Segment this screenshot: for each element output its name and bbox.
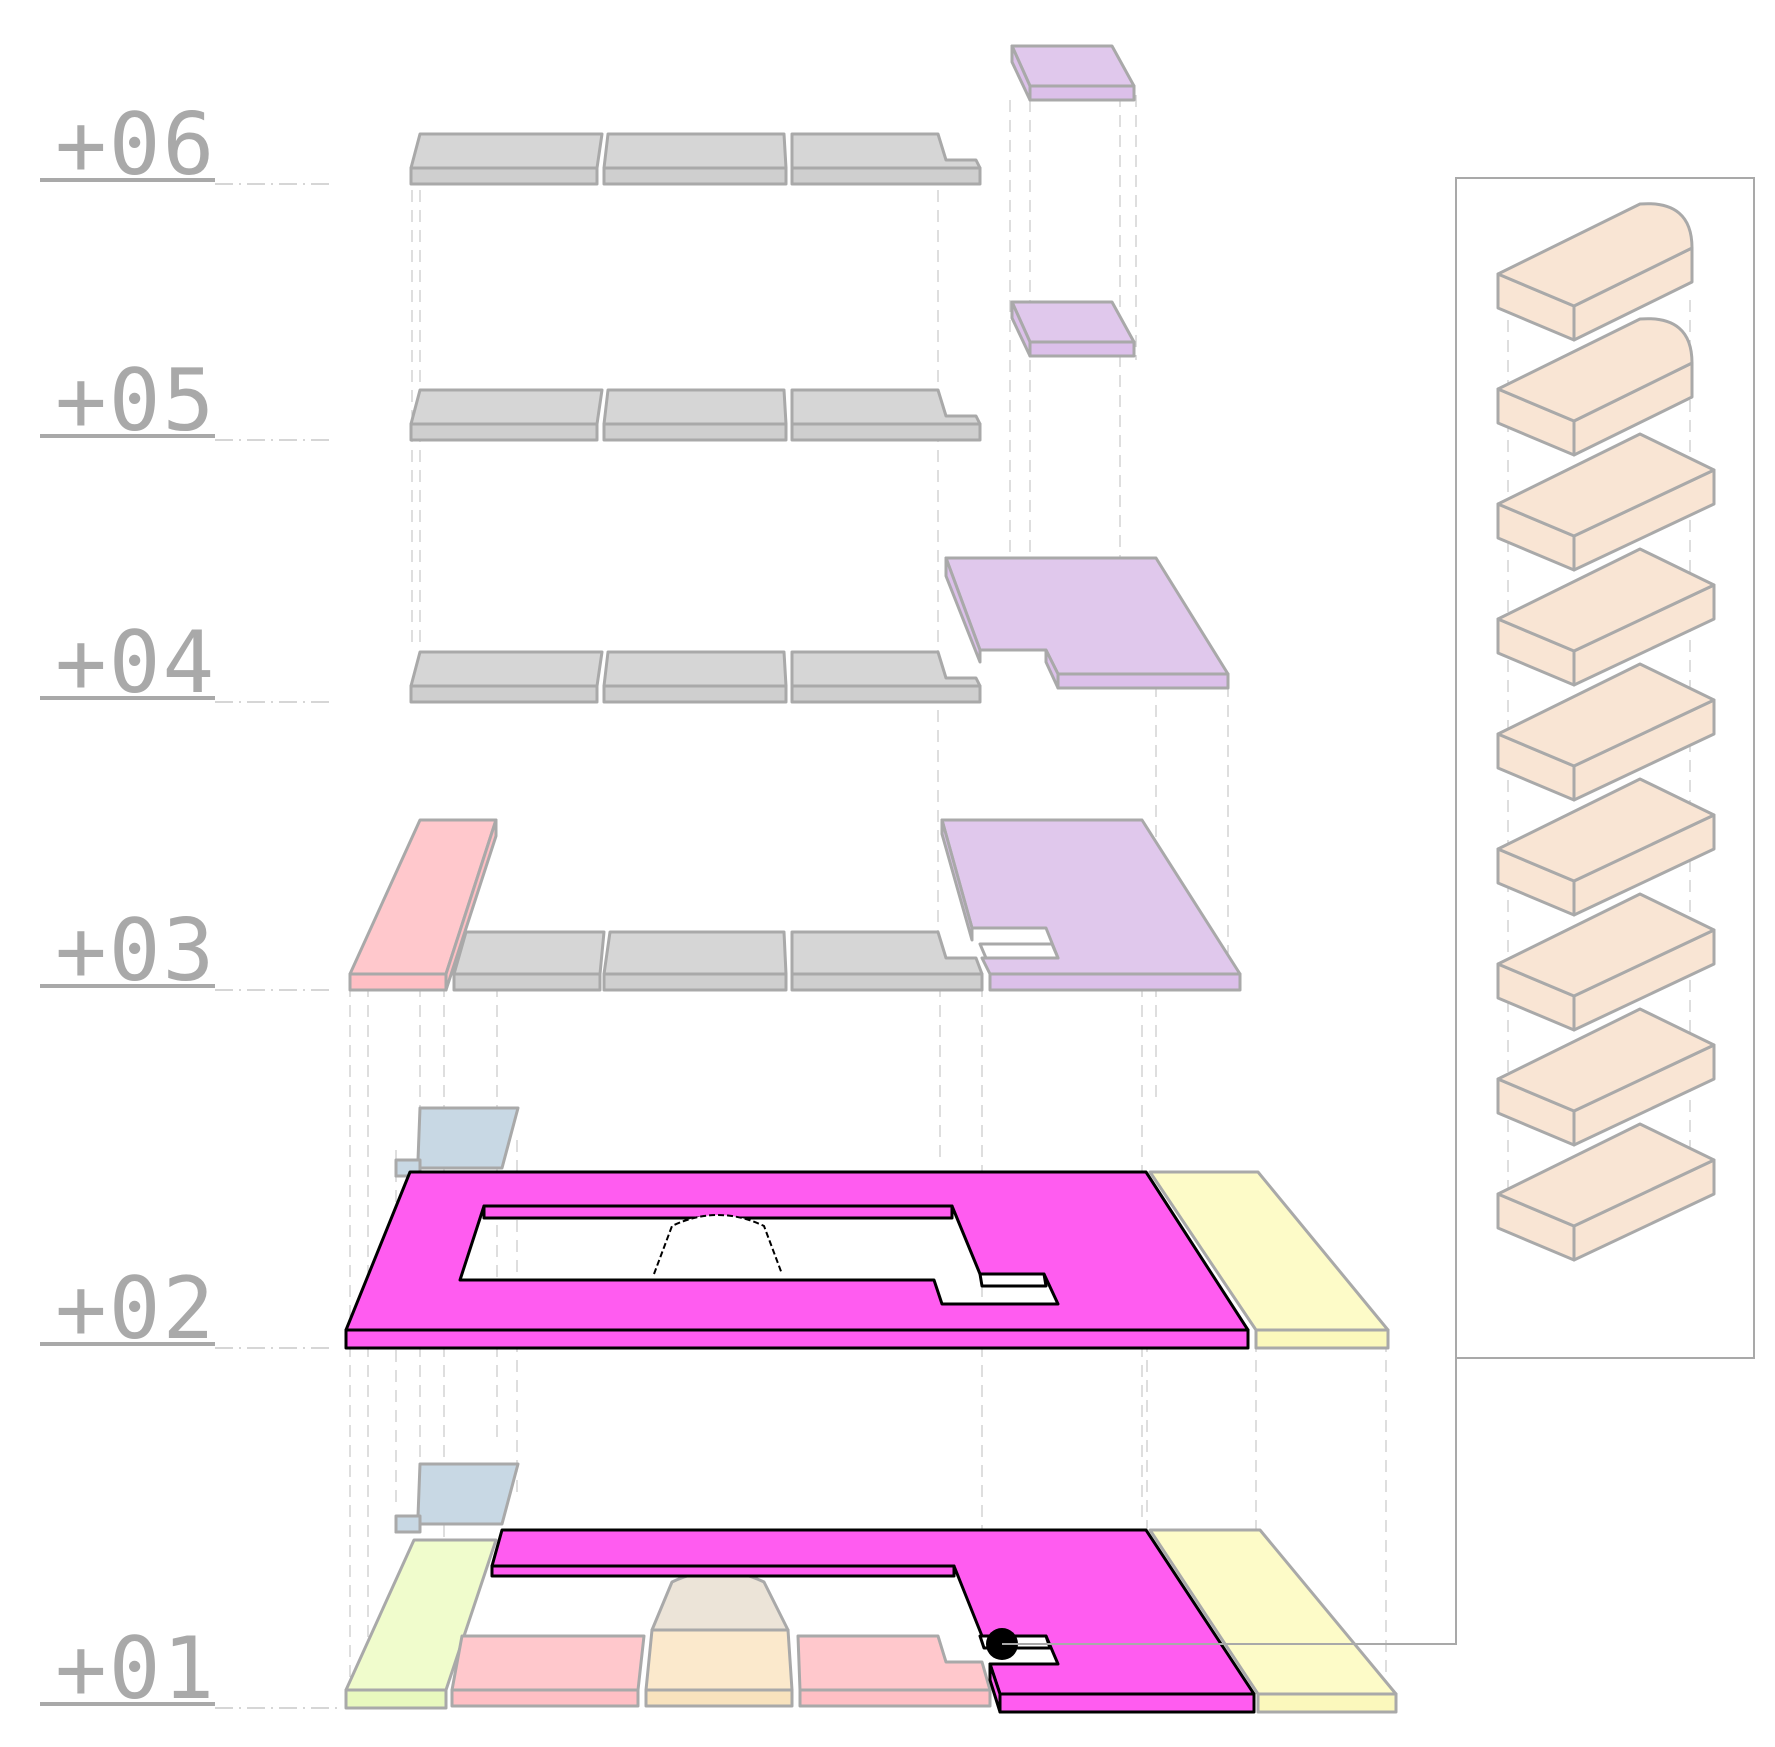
stair-flight-piece (1496, 432, 1716, 572)
yellow-slab (1148, 1528, 1398, 1714)
level-05-slabs (409, 300, 1136, 442)
lilac-slab (1010, 300, 1136, 358)
stair-flight-piece (1496, 1122, 1716, 1262)
stair-flight-piece (1496, 892, 1716, 1032)
blue-slab (394, 1462, 520, 1534)
level-label-01: +01 (40, 1619, 340, 1719)
stair-flight-piece (1496, 317, 1694, 457)
grey-slab (790, 388, 982, 442)
grey-slab (452, 930, 606, 992)
level-label-04: +04 (40, 613, 330, 713)
stair-flight-piece (1496, 202, 1694, 342)
lilac-slab-with-void (940, 818, 1242, 992)
blue-slab (394, 1106, 520, 1178)
stair-detail-items (1496, 202, 1716, 1262)
level-04-slabs (409, 556, 1230, 704)
grey-slab (602, 388, 788, 442)
level-03-slabs (348, 818, 1242, 992)
lilac-slab (1010, 44, 1136, 102)
callout-line (1002, 1358, 1457, 1645)
grey-slab (790, 650, 982, 704)
level-labels: +06 +05 +04 +03 +02 +01 (40, 95, 340, 1719)
pink-slab (348, 818, 498, 992)
grey-slab (409, 132, 604, 186)
level-label-05: +05 (40, 351, 330, 451)
level-01-slabs (344, 1358, 1457, 1714)
grey-slab (790, 132, 982, 186)
level-02-slabs (344, 1106, 1390, 1350)
magenta-slab-level-02 (344, 1170, 1250, 1350)
grey-slab (602, 650, 788, 704)
stair-flight-piece (1496, 1007, 1716, 1147)
beige-dome (650, 1569, 790, 1632)
pink-slab (450, 1634, 646, 1708)
pink-slab (796, 1634, 992, 1708)
level-06-slabs (409, 44, 1136, 186)
cream-slab (644, 1628, 794, 1708)
level-label-02: +02 (40, 1259, 330, 1359)
yellow-slab (1148, 1170, 1390, 1350)
lilac-slab (944, 556, 1230, 690)
grey-slab (409, 650, 604, 704)
grey-slab (602, 930, 788, 992)
level-label-03: +03 (40, 901, 330, 1001)
stair-flight-piece (1496, 662, 1716, 802)
stair-flight-piece (1496, 777, 1716, 917)
grey-slab (409, 388, 604, 442)
level-label-06: +06 (40, 95, 330, 195)
grey-slab (790, 930, 984, 992)
stair-detail-box (1455, 177, 1755, 1359)
stair-flight-piece (1496, 547, 1716, 687)
grey-slab (602, 132, 788, 186)
